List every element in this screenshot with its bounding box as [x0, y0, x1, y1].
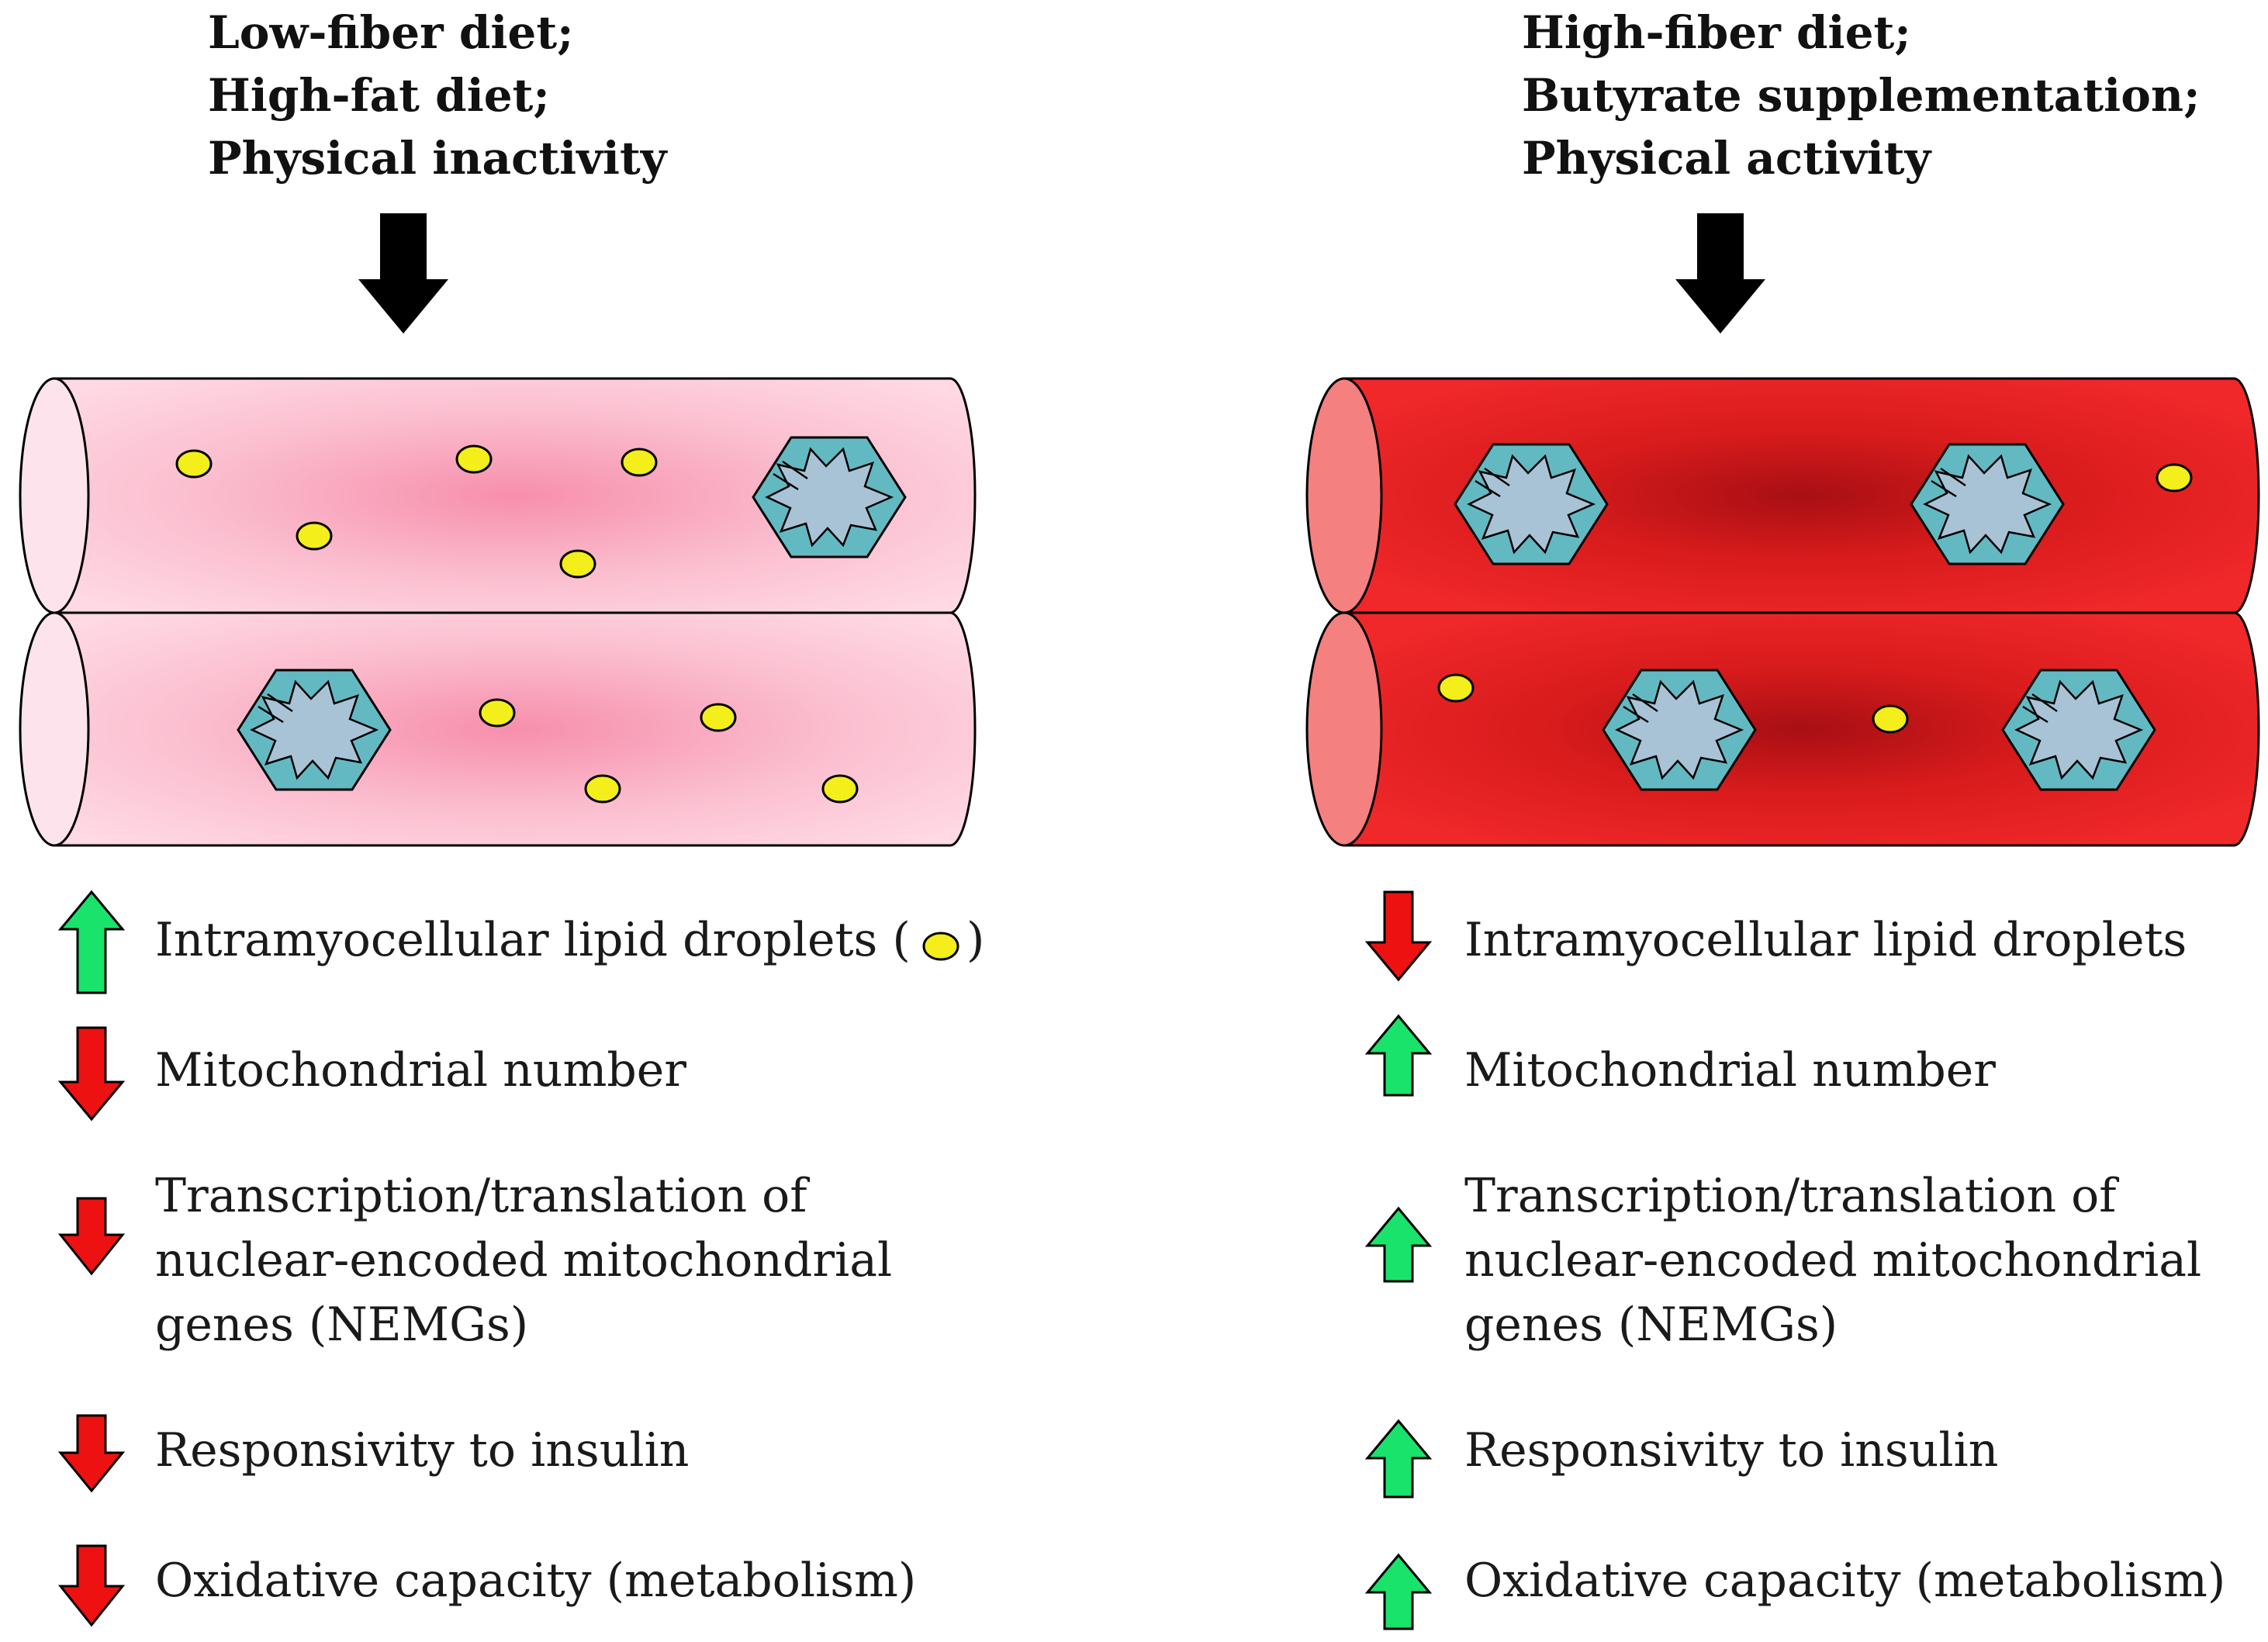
right-effect-insulin: Responsivity to insulin	[1364, 1419, 1998, 1499]
lipid-droplet-icon	[455, 444, 493, 474]
left-effect-mitochondrial-number: Mitochondrial number	[57, 1026, 686, 1122]
down-arrow-icon	[57, 1544, 126, 1627]
mitochondrion-icon	[1602, 669, 1757, 791]
down-arrow-icon	[57, 1026, 126, 1122]
left-title-line-1: Low-fiber diet;	[208, 6, 574, 59]
lipid-droplet-icon	[922, 932, 959, 961]
right-effect-2-text: Mitochondrial number	[1464, 1043, 1996, 1098]
left-effect-2-text: Mitochondrial number	[155, 1043, 686, 1098]
down-arrow-icon	[1364, 890, 1433, 982]
right-effect-3-line-2: nuclear-encoded mitochondrial	[1464, 1233, 2201, 1288]
down-arrow-icon	[358, 213, 448, 334]
right-title: High-fiber diet; Butyrate supplementatio…	[1522, 6, 2200, 185]
right-effects-list: Intramyocellular lipid droplets Mitochon…	[1364, 890, 2225, 1630]
down-arrow-icon	[1675, 213, 1765, 334]
up-arrow-icon	[1364, 1014, 1433, 1097]
muscle-fiber-bottom	[19, 611, 977, 847]
right-effect-4-text: Responsivity to insulin	[1464, 1423, 1998, 1478]
left-effect-lipid-droplets: Intramyocellular lipid droplets ( )	[57, 890, 984, 994]
up-arrow-icon	[1364, 1553, 1433, 1630]
lipid-droplet-icon	[479, 698, 516, 728]
left-effect-nemgs: Transcription/translation of nuclear-enc…	[57, 1169, 892, 1352]
left-effect-insulin: Responsivity to insulin	[57, 1414, 689, 1493]
lipid-droplet-icon	[1437, 673, 1475, 703]
mitochondrion-icon	[1454, 443, 1609, 565]
up-arrow-icon	[1364, 1206, 1433, 1283]
left-effects-list: Intramyocellular lipid droplets ( ) Mito…	[57, 890, 984, 1627]
left-effect-3-line-3: genes (NEMGs)	[155, 1298, 528, 1352]
left-effect-3-line-1: Transcription/translation of	[155, 1169, 810, 1223]
right-effect-mitochondrial-number: Mitochondrial number	[1364, 1014, 1996, 1098]
mitochondrion-icon	[237, 669, 392, 791]
right-muscle-fiber-bundle	[1305, 377, 2260, 847]
lipid-droplet-icon	[584, 774, 621, 804]
mitochondrion-icon	[752, 436, 907, 558]
muscle-fiber-top	[1305, 377, 2260, 614]
muscle-fiber-top	[19, 377, 977, 614]
lipid-droplet-icon	[621, 448, 658, 477]
lipid-droplet-icon	[1872, 704, 1909, 734]
mitochondrion-icon	[2001, 669, 2156, 791]
svg-text:Intramyocellular lipid droplet: Intramyocellular lipid droplets (	[155, 913, 911, 967]
right-effect-lipid-droplets: Intramyocellular lipid droplets	[1364, 890, 2187, 982]
right-effect-1-text: Intramyocellular lipid droplets	[1464, 913, 2187, 967]
right-effect-3-line-3: genes (NEMGs)	[1464, 1298, 1838, 1352]
left-panel: Low-fiber diet; High-fat diet; Physical …	[19, 6, 984, 1627]
up-arrow-icon	[1364, 1419, 1433, 1499]
right-effect-nemgs: Transcription/translation of nuclear-enc…	[1364, 1169, 2201, 1352]
right-effect-3-line-1: Transcription/translation of	[1464, 1169, 2119, 1223]
left-title: Low-fiber diet; High-fat diet; Physical …	[208, 6, 669, 185]
left-effect-5-text: Oxidative capacity (metabolism)	[155, 1554, 916, 1608]
right-title-line-2: Butyrate supplementation;	[1522, 69, 2200, 122]
left-title-line-3: Physical inactivity	[208, 132, 669, 185]
down-arrow-icon	[57, 1414, 126, 1493]
right-effect-oxidative: Oxidative capacity (metabolism)	[1364, 1553, 2225, 1630]
right-title-line-3: Physical activity	[1522, 132, 1933, 185]
right-effect-5-text: Oxidative capacity (metabolism)	[1464, 1554, 2225, 1608]
lipid-droplet-icon	[821, 774, 859, 804]
left-muscle-fiber-bundle	[19, 377, 977, 847]
left-effect-1-suffix: )	[966, 913, 984, 967]
mitochondrion-icon	[1910, 443, 2065, 565]
left-title-line-2: High-fat diet;	[208, 69, 550, 122]
down-arrow-icon	[57, 1197, 126, 1276]
lipid-droplet-icon	[296, 521, 333, 551]
left-effect-4-text: Responsivity to insulin	[155, 1423, 689, 1478]
right-title-line-1: High-fiber diet;	[1522, 6, 1911, 59]
lipid-droplet-icon	[175, 449, 213, 479]
muscle-fiber-bottom	[1305, 611, 2260, 847]
left-effect-1-text: Intramyocellular lipid droplets (	[155, 913, 911, 967]
right-panel: High-fiber diet; Butyrate supplementatio…	[1305, 6, 2260, 1630]
left-effect-3-line-2: nuclear-encoded mitochondrial	[155, 1233, 892, 1288]
lipid-droplet-icon	[2156, 463, 2193, 493]
up-arrow-icon	[57, 890, 126, 994]
lipid-droplet-icon	[700, 703, 737, 732]
left-effect-oxidative: Oxidative capacity (metabolism)	[57, 1544, 916, 1627]
lipid-droplet-icon	[559, 549, 596, 579]
